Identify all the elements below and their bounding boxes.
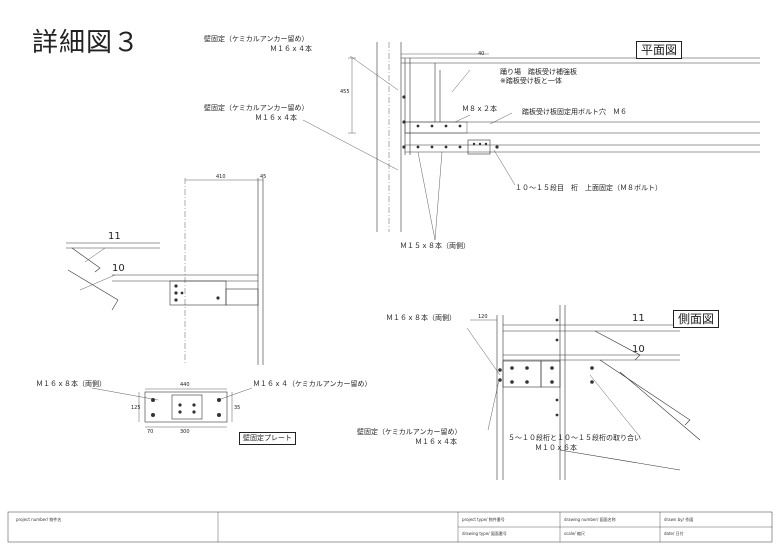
side-note-join: ５～１０段桁と１０～１５段桁の取り合い [508, 434, 641, 442]
side-note-join-qty: Ｍ１０ｘ６本 [535, 444, 577, 452]
side-step-11: 11 [632, 313, 645, 324]
side-note-wall-fix-qty: Ｍ１６ｘ４本 [415, 438, 457, 446]
side-view-label: 側面図 [673, 310, 720, 328]
side-step-10: 10 [632, 344, 645, 355]
tb-scale: scale/ 縮尺 [564, 531, 585, 536]
plan-dim-40: 40 [478, 51, 485, 57]
left-dim-70: 70 [147, 429, 154, 435]
page-title: 詳細図３ [32, 28, 141, 58]
tb-drawn-by: drawn by/ 作図 [664, 517, 694, 522]
tb-project-type: project type/ 物件番号 [462, 517, 505, 522]
left-note-anchor: Ｍ１６ｘ４（ケミカルアンカー留め） [253, 380, 372, 388]
plan-note-landing-sub: ※踏板受け板と一体 [500, 77, 562, 85]
plan-note-wall-fix-2-qty: Ｍ１６ｘ４本 [255, 114, 297, 122]
tb-project-number: project number/ 物件名 [16, 517, 62, 522]
left-dim-410: 410 [216, 174, 226, 180]
left-dim-125: 125 [131, 405, 141, 411]
side-dim-120: 120 [478, 314, 488, 320]
plan-note-steps: １０～１５段目 桁 上面固定（Ｍ８ボルト） [515, 184, 662, 192]
plan-view-label: 平面図 [636, 41, 683, 59]
left-dim-35: 35 [234, 405, 241, 411]
plan-note-wall-fix-2: 壁固定（ケミカルアンカー留め） [204, 104, 309, 112]
left-step-11: 11 [108, 231, 121, 242]
left-dim-300: 300 [180, 429, 190, 435]
left-note-bolts: Ｍ１６ｘ８本（両側） [36, 380, 106, 388]
left-step-10: 10 [112, 263, 125, 274]
plan-note-landing: 踊り場 踏板受け補強板 [500, 68, 577, 76]
plan-dim-455: 455 [340, 89, 350, 95]
plate-label: 壁固定プレート [239, 432, 296, 445]
side-note-bolts: Ｍ１６ｘ８本（両側） [386, 314, 456, 322]
tb-date: date/ 日付 [664, 531, 684, 536]
plan-note-m15: Ｍ１５ｘ８本（両側） [400, 242, 470, 250]
plan-note-wall-fix-1-qty: Ｍ１６ｘ４本 [270, 45, 312, 53]
tb-drawing-type: drawing type/ 図面番号 [462, 531, 507, 536]
plan-note-wall-fix-1: 壁固定（ケミカルアンカー留め） [204, 35, 309, 43]
plan-note-bolt-hole: 踏板受け板固定用ボルト穴 Ｍ６ [522, 108, 627, 116]
plan-note-m8: Ｍ８ｘ２本 [462, 105, 497, 113]
side-note-wall-fix: 壁固定（ケミカルアンカー留め） [357, 428, 462, 436]
left-dim-440: 440 [180, 382, 190, 388]
tb-drawing-number: drawing number/ 図面名称 [564, 517, 616, 522]
left-dim-45: 45 [260, 174, 267, 180]
